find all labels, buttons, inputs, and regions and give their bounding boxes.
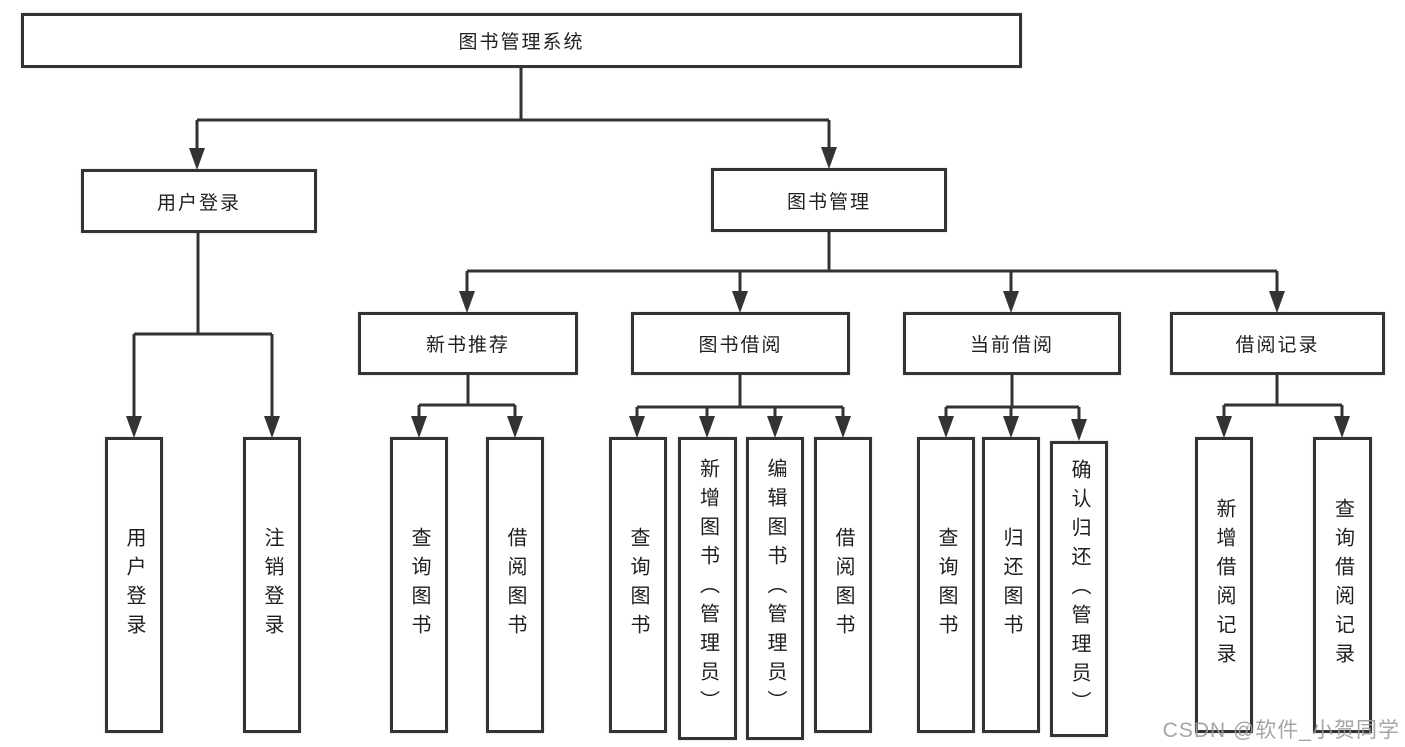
leaf-return-book-label: 归还图书 <box>1000 527 1022 643</box>
node-book-management: 图书管理 <box>711 168 947 232</box>
leaf-add-book-admin-label: 新增图书（管理员） <box>696 458 719 719</box>
leaf-add-borrow-record-label: 新增借阅记录 <box>1213 498 1235 672</box>
node-book-borrow-label: 图书借阅 <box>698 335 783 356</box>
node-borrow-records-label: 借阅记录 <box>1235 335 1320 356</box>
leaf-query-book-b-label: 查询图书 <box>627 527 649 643</box>
leaf-user-login: 用户登录 <box>105 437 163 733</box>
leaf-return-book: 归还图书 <box>982 437 1040 733</box>
csdn-watermark: CSDN @软件_小贺同学 <box>1162 719 1400 742</box>
node-root-label: 图书管理系统 <box>458 32 585 53</box>
node-book-management-label: 图书管理 <box>786 191 871 213</box>
leaf-query-book-a: 查询图书 <box>390 437 448 733</box>
node-root: 图书管理系统 <box>21 13 1022 68</box>
leaf-query-book-b: 查询图书 <box>609 437 667 733</box>
leaf-add-borrow-record: 新增借阅记录 <box>1195 437 1253 733</box>
node-book-borrow: 图书借阅 <box>631 312 850 375</box>
node-current-borrow: 当前借阅 <box>903 312 1121 375</box>
leaf-query-borrow-record: 查询借阅记录 <box>1313 437 1372 733</box>
node-current-borrow-label: 当前借阅 <box>969 335 1054 356</box>
leaf-query-book-c-label: 查询图书 <box>935 527 957 643</box>
leaf-edit-book-admin-label: 编辑图书（管理员） <box>764 458 786 719</box>
leaf-logout-login: 注销登录 <box>243 437 301 733</box>
leaf-borrow-book-b-label: 借阅图书 <box>832 527 854 643</box>
leaf-borrow-book-a: 借阅图书 <box>486 437 544 733</box>
leaf-user-login-label: 用户登录 <box>123 527 145 643</box>
node-borrow-records: 借阅记录 <box>1170 312 1385 375</box>
leaf-logout-login-label: 注销登录 <box>261 527 283 643</box>
leaf-confirm-return-admin: 确认归还（管理员） <box>1050 441 1108 737</box>
leaf-borrow-book-a-label: 借阅图书 <box>504 527 526 643</box>
node-user-login: 用户登录 <box>81 169 317 233</box>
leaf-confirm-return-admin-label: 确认归还（管理员） <box>1068 458 1090 720</box>
leaf-borrow-book-b: 借阅图书 <box>814 437 872 733</box>
leaf-query-book-c: 查询图书 <box>917 437 975 733</box>
leaf-edit-book-admin: 编辑图书（管理员） <box>746 437 804 740</box>
node-user-login-label: 用户登录 <box>156 192 241 214</box>
leaf-add-book-admin: 新增图书（管理员） <box>678 437 737 740</box>
leaf-query-borrow-record-label: 查询借阅记录 <box>1331 498 1354 672</box>
node-new-book-recommend-label: 新书推荐 <box>425 335 510 356</box>
leaf-query-book-a-label: 查询图书 <box>408 527 430 643</box>
node-new-book-recommend: 新书推荐 <box>358 312 578 375</box>
